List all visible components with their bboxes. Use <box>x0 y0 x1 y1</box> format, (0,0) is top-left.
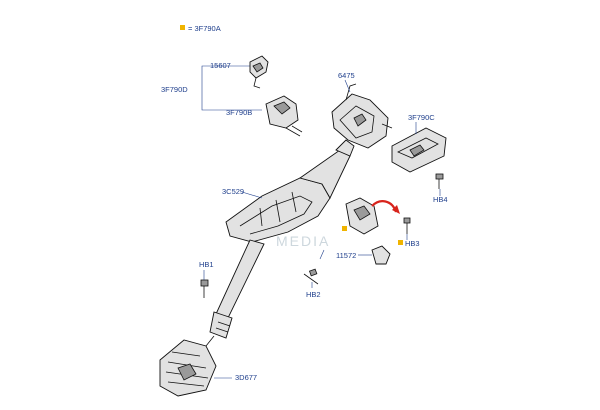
bolt-HB3 <box>403 217 411 234</box>
bolt-HB4 <box>435 173 444 189</box>
callout-3F790B: 3F790B <box>226 108 252 117</box>
part-lock-cylinder <box>345 197 379 235</box>
callout-6475: 6475 <box>338 71 355 80</box>
part-15607 <box>249 55 269 89</box>
legend-label: = 3F790A <box>188 24 221 33</box>
callout-11572: 11572 <box>336 251 356 260</box>
part-3C529-steering-column <box>209 139 355 339</box>
callout-HB4: HB4 <box>433 195 448 204</box>
part-3F790C <box>391 127 447 173</box>
callout-3F790D: 3F790D <box>161 85 188 94</box>
leader-3C529 <box>241 191 263 199</box>
marker-3F790A-left <box>342 226 347 231</box>
callout-HB3: HB3 <box>405 239 420 248</box>
bracket-3F790D <box>201 65 262 111</box>
callout-HB2: HB2 <box>306 290 321 299</box>
rotation-arrow <box>371 200 400 214</box>
callout-3F790C: 3F790C <box>408 113 435 122</box>
callout-3C529: 3C529 <box>222 187 244 196</box>
callout-15607: 15607 <box>210 61 231 70</box>
part-3D677 <box>159 335 217 397</box>
callout-3D677: 3D677 <box>235 373 257 382</box>
watermark: MEDIA <box>276 233 330 249</box>
part-11572 <box>371 245 391 265</box>
bolt-HB2 <box>303 268 319 285</box>
leader-11572 <box>319 249 325 260</box>
part-6475 <box>331 83 393 149</box>
part-3F790B <box>265 95 303 137</box>
callout-HB1: HB1 <box>199 260 214 269</box>
marker-3F790A-right <box>398 240 403 245</box>
legend-marker <box>180 25 185 30</box>
bolt-HB1 <box>200 279 209 298</box>
leader-6475 <box>344 79 351 93</box>
